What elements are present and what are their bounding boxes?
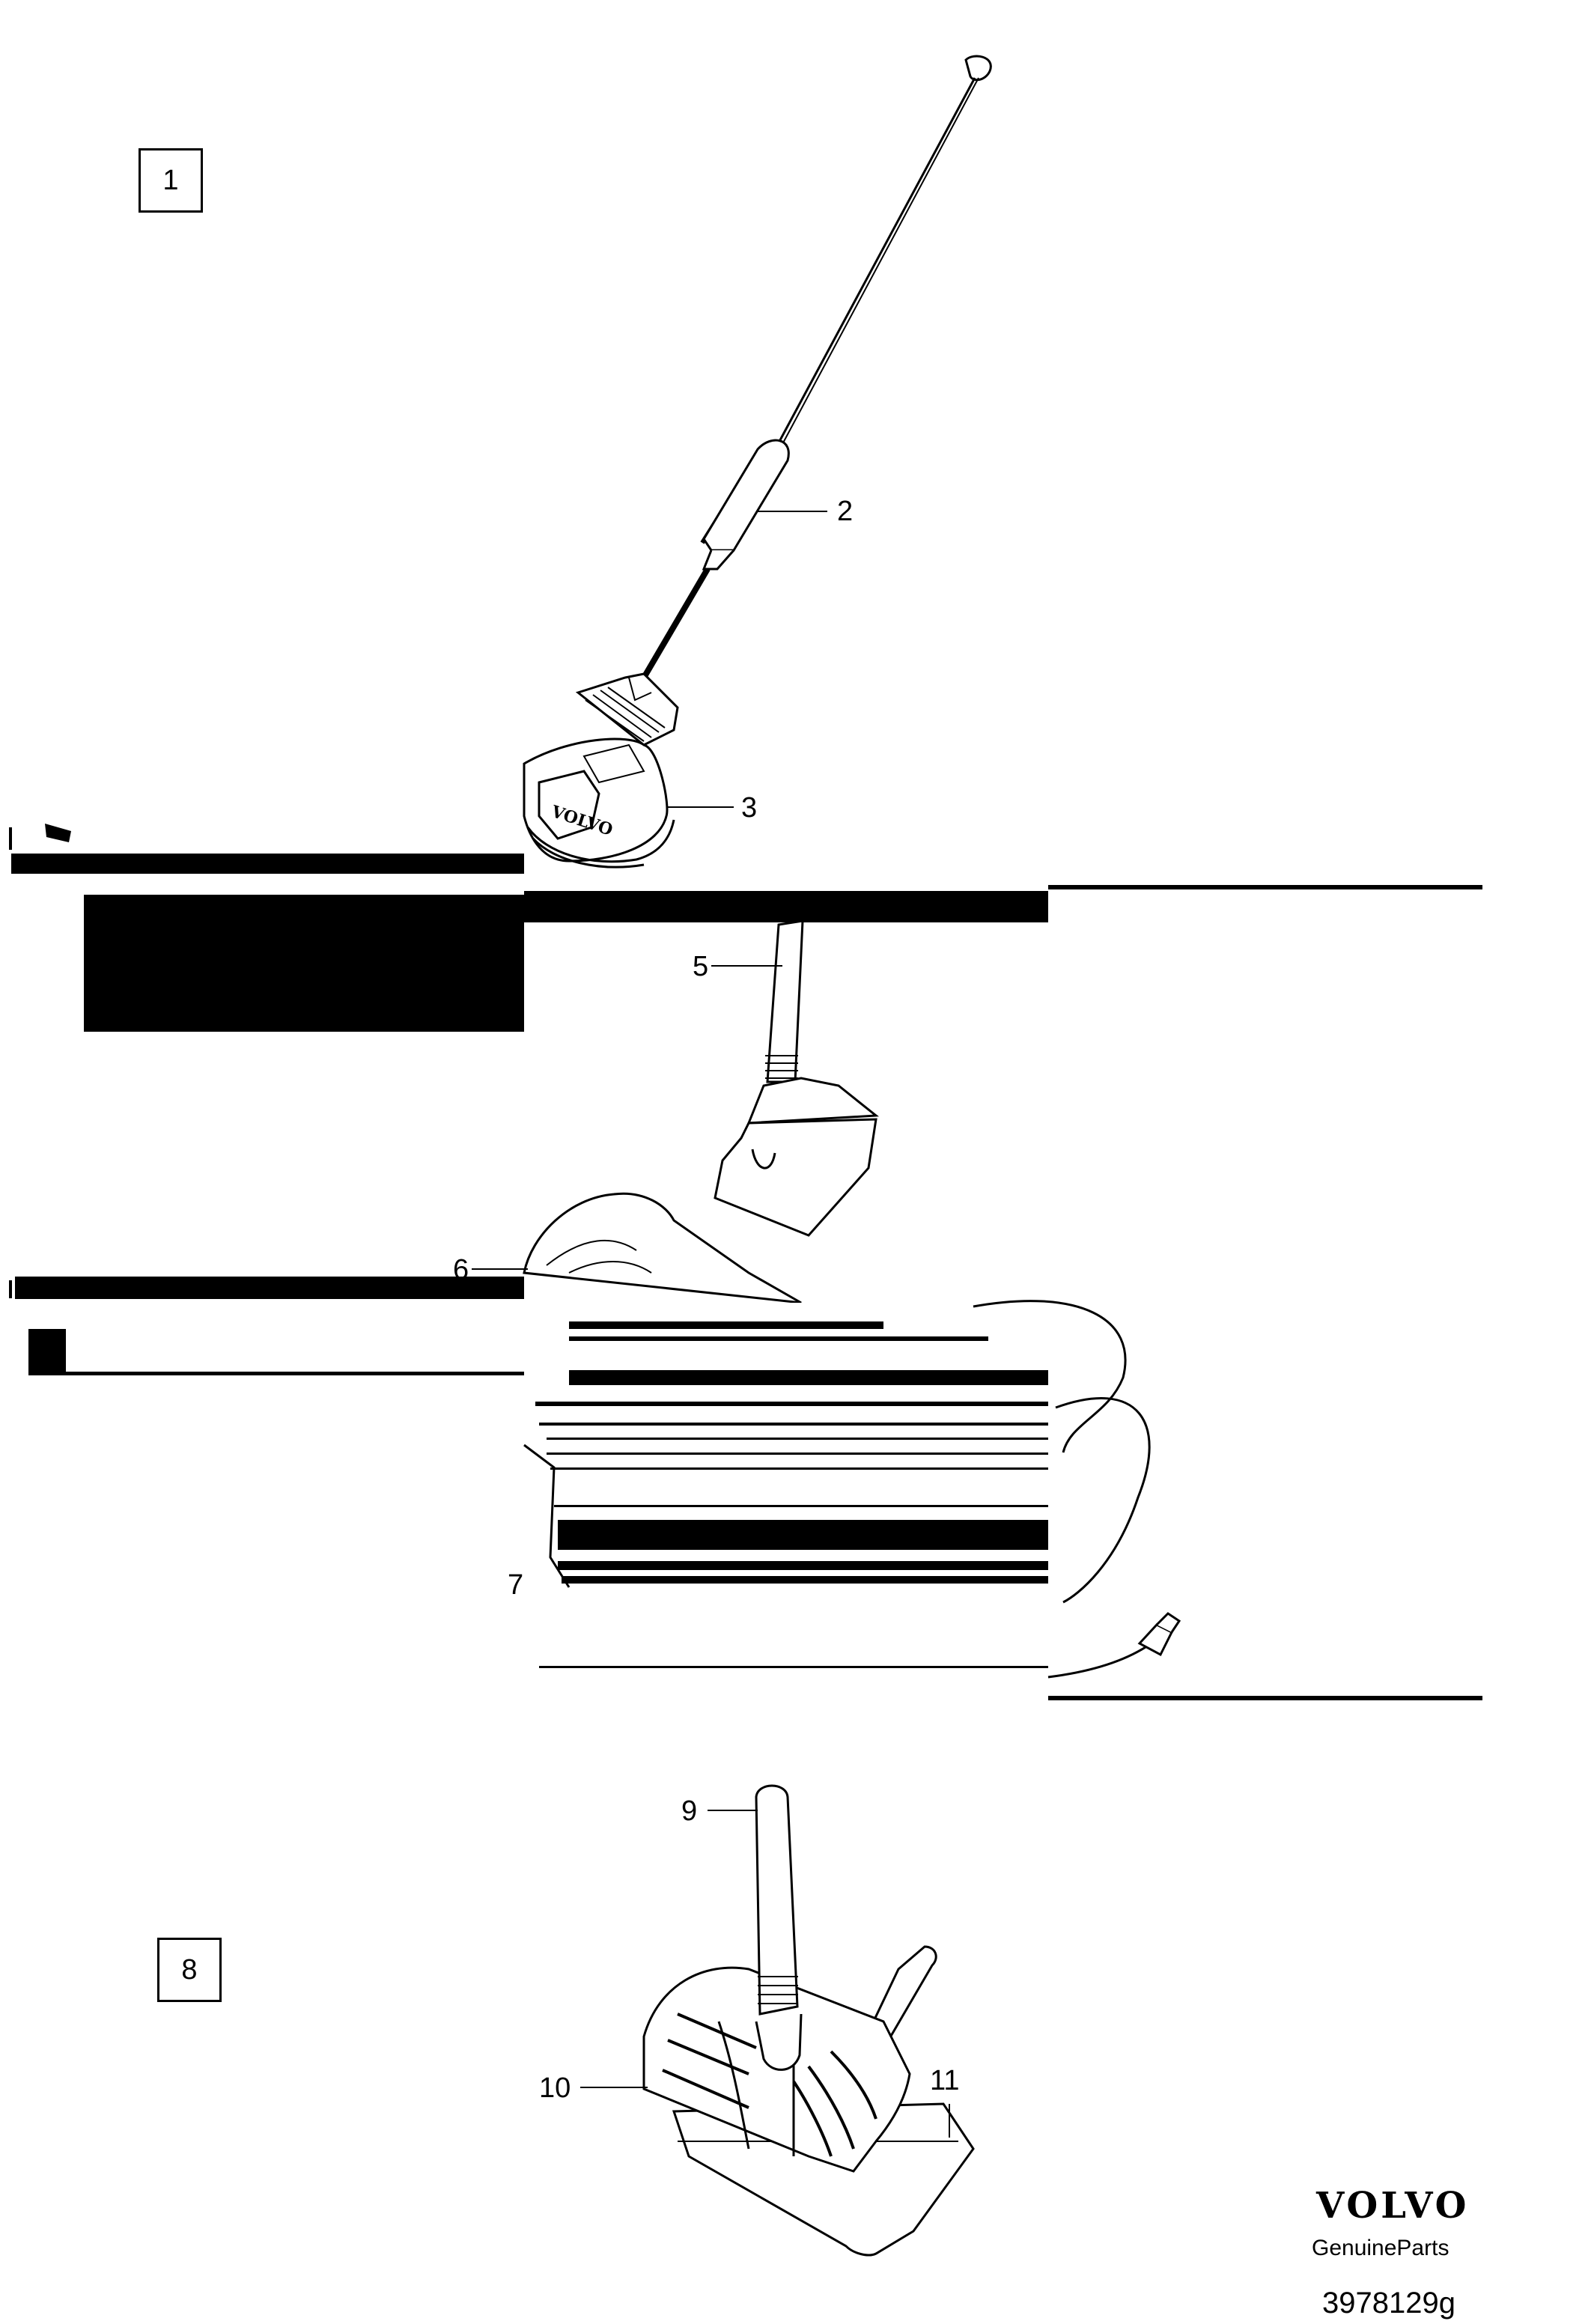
scan-artifacts (9, 824, 71, 1298)
section-divider-bars (11, 854, 1482, 1700)
diagram-part-number: 3978129g (1322, 2287, 1455, 2320)
callout-7: 7 (508, 1569, 524, 1601)
callout-2: 2 (837, 496, 854, 527)
mount-rack-drawing (523, 1303, 1048, 1670)
callout-10: 10 (539, 2072, 571, 2104)
genuine-parts-text: GenuineParts (1312, 2236, 1449, 2260)
antenna-base-drawing: VOLVO (523, 737, 675, 869)
callout-5: 5 (693, 951, 709, 982)
whip-antenna-drawing (575, 55, 992, 746)
short-antenna-drawing (523, 919, 879, 1304)
antenna-cable-drawing (973, 1300, 1181, 1679)
stubby-antenna-drawing (642, 1784, 975, 2257)
brand-logo: VOLVO (1316, 2185, 1470, 2227)
callout-11: 11 (930, 2065, 960, 2096)
callout-9: 9 (681, 1795, 698, 1827)
section-box-8: 8 (157, 1938, 222, 2002)
callout-leaders (472, 511, 950, 2138)
callout-3: 3 (741, 792, 758, 824)
callout-6: 6 (453, 1254, 469, 1286)
section-box-1: 1 (139, 148, 203, 213)
